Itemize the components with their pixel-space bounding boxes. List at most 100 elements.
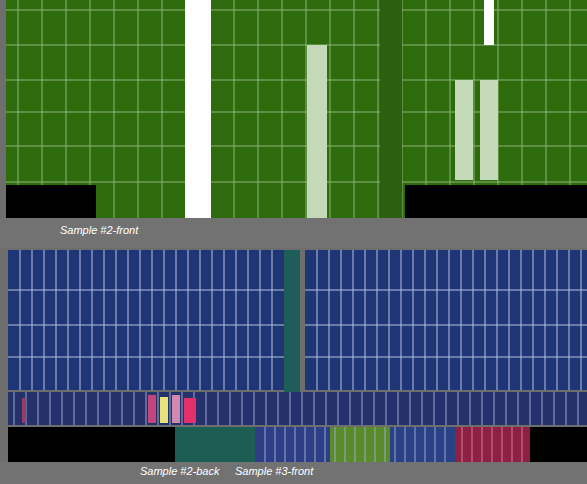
cell-line xyxy=(554,392,555,425)
cell-line xyxy=(492,427,493,462)
cell-line xyxy=(164,250,165,390)
cell-line xyxy=(38,392,39,425)
cell-line xyxy=(290,392,291,425)
cell-line xyxy=(158,392,159,425)
cell-line xyxy=(272,250,273,390)
cell-line xyxy=(6,80,587,81)
cell-line xyxy=(533,250,534,390)
cell-line xyxy=(315,427,316,462)
cell-line xyxy=(545,250,546,390)
cell-line xyxy=(305,427,306,462)
cell-line xyxy=(506,392,507,425)
sample-caption: Sample #2-back xyxy=(140,465,220,477)
cell-line xyxy=(230,392,231,425)
cell-line xyxy=(365,250,366,390)
cell-line xyxy=(212,250,213,390)
cell-line xyxy=(122,392,123,425)
cell-line xyxy=(162,0,163,218)
cell-line xyxy=(86,392,87,425)
cell-line xyxy=(68,250,69,390)
cell-line xyxy=(473,250,474,390)
cell-line xyxy=(566,392,567,425)
cell-line xyxy=(449,250,450,390)
cell-line xyxy=(437,250,438,390)
cell-line xyxy=(6,146,587,147)
cell-line xyxy=(458,392,459,425)
cell-line xyxy=(104,250,105,390)
cell-line xyxy=(98,392,99,425)
cell-line xyxy=(306,0,307,218)
cell-line xyxy=(50,392,51,425)
cell-line xyxy=(234,0,235,218)
cell-line xyxy=(542,392,543,425)
cell-line xyxy=(248,250,249,390)
cell-line xyxy=(375,427,376,462)
cell-line xyxy=(8,290,284,291)
cell-line xyxy=(330,0,331,218)
cell-line xyxy=(395,427,396,462)
cell-line xyxy=(385,427,386,462)
cell-line xyxy=(265,427,266,462)
cell-line xyxy=(128,250,129,390)
cell-line xyxy=(224,250,225,390)
cell-line xyxy=(422,392,423,425)
cell-line xyxy=(6,112,587,113)
cell-line xyxy=(44,250,45,390)
cell-line xyxy=(502,427,503,462)
cell-line xyxy=(445,427,446,462)
cell-line xyxy=(494,392,495,425)
cell-line xyxy=(146,392,147,425)
cell-line xyxy=(138,0,139,218)
cell-line xyxy=(56,250,57,390)
cell-line xyxy=(522,427,523,462)
cell-line xyxy=(302,392,303,425)
cell-line xyxy=(62,392,63,425)
cell-line xyxy=(170,392,171,425)
cell-line xyxy=(557,250,558,390)
cell-line xyxy=(305,325,587,326)
cell-line xyxy=(386,392,387,425)
cell-line xyxy=(341,250,342,390)
cell-line xyxy=(314,392,315,425)
cell-line xyxy=(405,427,406,462)
cell-line xyxy=(398,392,399,425)
cell-line xyxy=(14,392,15,425)
cell-line xyxy=(497,250,498,390)
cell-line xyxy=(335,427,336,462)
cell-line xyxy=(275,427,276,462)
cell-line xyxy=(152,250,153,390)
cell-line xyxy=(446,392,447,425)
cell-line xyxy=(482,392,483,425)
cell-line xyxy=(578,392,579,425)
cell-line xyxy=(206,392,207,425)
sample-caption: Sample #3-front xyxy=(235,465,313,477)
cell-line xyxy=(134,392,135,425)
cell-line xyxy=(114,0,115,218)
cell-line xyxy=(362,392,363,425)
cell-line xyxy=(20,250,21,390)
cell-line xyxy=(295,427,296,462)
cell-line xyxy=(6,182,587,183)
cell-line xyxy=(413,250,414,390)
cell-line xyxy=(282,0,283,218)
cell-line xyxy=(377,250,378,390)
cell-line xyxy=(355,427,356,462)
cell-line xyxy=(353,250,354,390)
cell-line xyxy=(305,357,587,358)
cell-line xyxy=(530,392,531,425)
cell-line xyxy=(92,250,93,390)
cell-line xyxy=(365,427,366,462)
cell-line xyxy=(305,290,587,291)
cell-line xyxy=(461,250,462,390)
cell-line xyxy=(116,250,117,390)
cell-line xyxy=(6,10,587,11)
cell-line xyxy=(218,392,219,425)
cell-line xyxy=(462,427,463,462)
cell-line xyxy=(32,250,33,390)
cell-line xyxy=(6,45,587,46)
cell-line xyxy=(415,427,416,462)
cell-line xyxy=(200,250,201,390)
cell-line xyxy=(188,250,189,390)
cell-line xyxy=(182,392,183,425)
